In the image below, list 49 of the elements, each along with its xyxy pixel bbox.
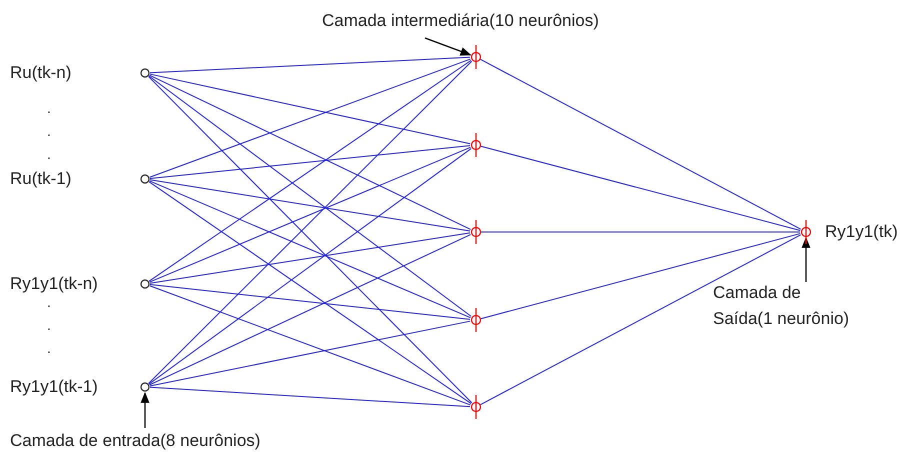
neuron-marker (470, 308, 482, 332)
layer-annotation: Camada de entrada(8 neurônios) (10, 428, 350, 452)
ellipsis-dot: . (47, 101, 51, 115)
input-neuron (140, 279, 150, 289)
connection-line (149, 284, 471, 320)
input-neuron (140, 68, 150, 78)
connection-line (149, 145, 471, 179)
neuron-marker (470, 133, 482, 157)
ellipsis-dot: . (47, 124, 51, 138)
connection-line (148, 148, 472, 385)
ellipsis-dot: . (47, 295, 51, 309)
connection-line (149, 146, 471, 283)
layer-annotation: Camada intermediária(10 neurônios) (322, 8, 692, 34)
ellipsis-dot: . (47, 341, 51, 355)
connection-line (480, 58, 802, 230)
connection-line (480, 234, 802, 406)
connection-line (148, 76, 472, 317)
connection-line (480, 146, 801, 231)
neuron-label: Ry1y1(tk) (825, 221, 898, 243)
connection-line (148, 181, 472, 404)
connection-line (150, 56, 470, 74)
input-label: Ru(tk-1) (10, 168, 72, 190)
leader-arrow (424, 37, 472, 56)
ellipsis-dot: . (47, 318, 51, 332)
connection-line (149, 320, 471, 386)
input-label: Ry1y1(tk-n) (10, 273, 98, 295)
neuron-marker (800, 220, 812, 244)
neuron-marker (470, 395, 482, 419)
connection-line (149, 234, 472, 386)
neuron-marker (470, 45, 482, 69)
connection-line (480, 233, 801, 320)
input-label: Ry1y1(tk-1) (10, 376, 98, 398)
neuron-marker (470, 220, 482, 244)
connection-line (149, 180, 471, 318)
input-label: Ru(tk-n) (10, 62, 72, 84)
ellipsis-dot: . (47, 147, 51, 161)
connection-line (148, 60, 472, 282)
layer-annotation: Camada de Saída(1 neurônio) (713, 280, 863, 332)
connection-line (149, 232, 471, 284)
connection-line (149, 179, 471, 232)
input-neuron (140, 382, 150, 392)
connection-line (149, 58, 471, 178)
connection-line (150, 386, 470, 408)
leader-arrow (140, 392, 150, 428)
input-neuron (140, 174, 150, 184)
connection-line (149, 74, 472, 230)
connection-line (149, 74, 471, 144)
leader-arrow (802, 236, 810, 282)
connection-line (149, 285, 471, 406)
